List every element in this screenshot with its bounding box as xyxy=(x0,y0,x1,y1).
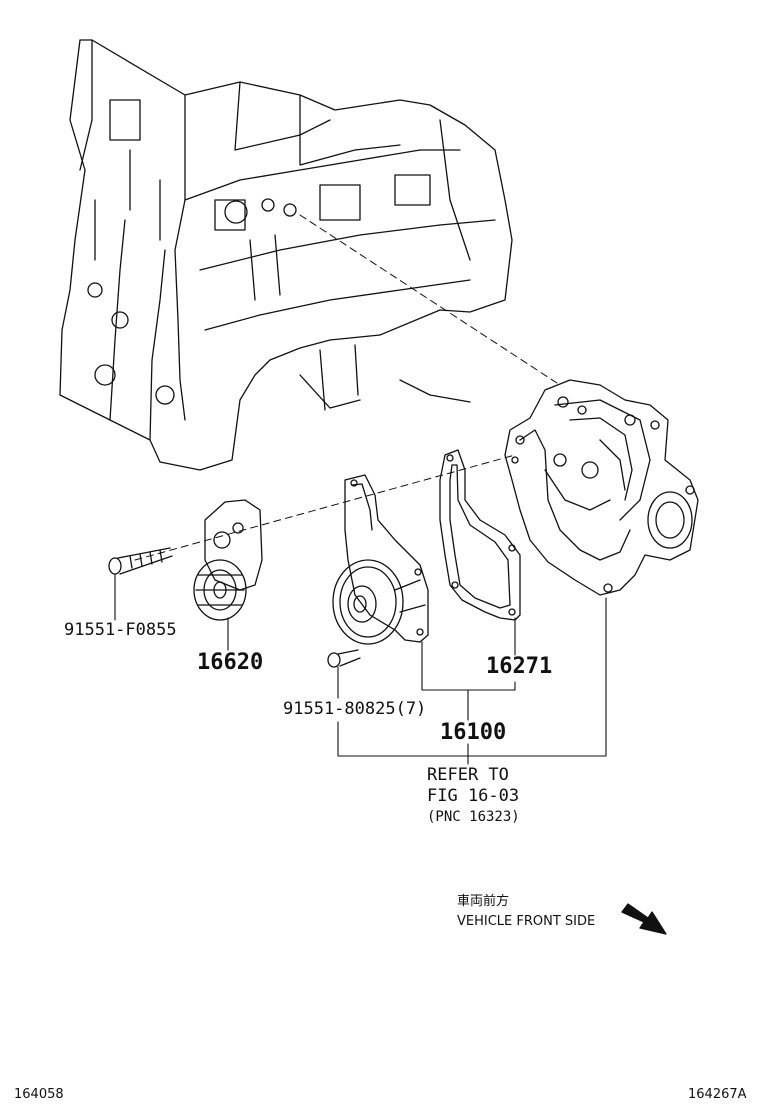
footer-right-code: 164267A xyxy=(688,1087,747,1102)
bolt-tensioner-drawing xyxy=(108,547,173,575)
bolt-pump-drawing xyxy=(327,649,361,668)
label-gasket: 16271 xyxy=(486,654,553,679)
tensioner-drawing xyxy=(193,499,263,621)
reference-line-3: (PNC 16323) xyxy=(427,809,520,825)
label-bolt-tensioner: 91551-F0855 xyxy=(64,620,177,640)
water-pump-drawing xyxy=(332,474,429,645)
arrow-down-right-icon xyxy=(621,903,667,935)
reference-line-2: FIG 16-03 xyxy=(427,786,520,806)
label-bolt-pump: 91551-80825(7) xyxy=(283,699,427,719)
label-tensioner: 16620 xyxy=(197,650,264,675)
direction-english: VEHICLE FRONT SIDE xyxy=(457,914,596,929)
alignment-lines xyxy=(134,214,561,561)
leader-lines xyxy=(114,574,607,765)
reference-line-1: REFER TO xyxy=(427,765,509,785)
timing-cover-drawing xyxy=(504,379,699,596)
label-water-pump: 16100 xyxy=(440,720,507,745)
engine-block xyxy=(59,39,513,471)
gasket-drawing xyxy=(439,449,521,621)
direction-japanese: 車両前方 xyxy=(457,894,510,909)
footer-left-code: 164058 xyxy=(14,1087,64,1102)
